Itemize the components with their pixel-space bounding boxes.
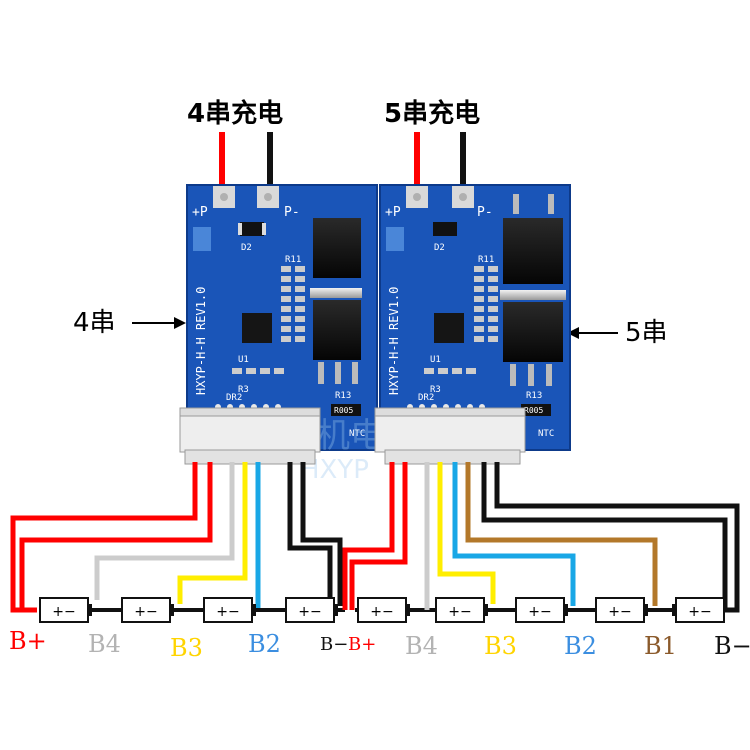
wire-right-bminus-2: [494, 462, 740, 613]
battery-cells-left: +− +− +− +−: [39, 597, 338, 623]
wire-right-b2: [452, 462, 576, 606]
battery-cell: +−: [285, 597, 338, 623]
svg-text:+−: +−: [528, 604, 551, 620]
pcb-right-label-u1: U1: [430, 355, 441, 365]
pcb-left-label-dr2: DR2: [226, 393, 242, 403]
pcb-left-label-r005: R005: [334, 406, 353, 415]
pcb-board-left: +P P- H: [186, 184, 378, 451]
battery-cell: +−: [435, 597, 488, 623]
battery-cell: +−: [515, 597, 568, 623]
wire-right-b3: [437, 462, 496, 604]
label-right-b2: B2: [564, 632, 597, 660]
battery-cell: +−: [672, 597, 725, 623]
svg-text:+−: +−: [370, 604, 393, 620]
mosfet-q1-right: [503, 218, 563, 284]
pcb-left-label-d2: D2: [241, 243, 252, 253]
pcb-left-label-r11: R11: [285, 255, 301, 265]
label-left-bminus: B−: [320, 634, 349, 655]
label-left-b3: B3: [170, 634, 203, 662]
svg-text:+−: +−: [216, 604, 239, 620]
pcb-right-pad-pos-label: +P: [385, 205, 401, 220]
top-charge-leads: [219, 132, 466, 192]
wire-left-bplus-inner: [19, 462, 213, 610]
pcb-left-label-r3: R3: [238, 385, 249, 395]
pcb-right-label-r005: R005: [524, 406, 543, 415]
pcb-left-label-ntc: NTC: [349, 429, 365, 439]
battery-cell: +−: [357, 597, 410, 623]
connector-left: [179, 407, 321, 465]
svg-text:+−: +−: [134, 604, 157, 620]
wire-left-bminus-1: [287, 462, 333, 606]
connector-right: [374, 407, 526, 465]
svg-text:+−: +−: [608, 604, 631, 620]
label-right-b1: B1: [644, 632, 677, 660]
pcb-right-label-dr2: DR2: [418, 393, 434, 403]
wire-right-bplus-outer: [342, 462, 395, 610]
pcb-left-label-u1: U1: [238, 355, 249, 365]
pcb-left-pad-pos-label: +P: [192, 205, 208, 220]
pcb-right-label-d2: D2: [434, 243, 445, 253]
pcb-board-right: +P P- H: [379, 184, 571, 451]
pcb-left-rev-label: HXYP-H-H REV1.0: [194, 287, 208, 395]
wire-left-bminus-2: [300, 462, 343, 606]
wire-left-bplus-outer: [10, 462, 198, 613]
pcb-left-pad-neg-label: P-: [284, 205, 300, 220]
pcb-right-label-r3: R3: [430, 385, 441, 395]
label-left-bplus: B+: [9, 627, 47, 655]
label-left-b2: B2: [248, 630, 281, 658]
pcb-right-pad-neg-label: P-: [477, 205, 493, 220]
battery-cells-right: +− +− +− +− +−: [357, 597, 725, 623]
label-right-b3: B3: [484, 632, 517, 660]
wires-right: [342, 462, 740, 613]
ic-u1-left: [242, 313, 272, 343]
pcb-right-label-r13: R13: [526, 391, 542, 401]
title-4s-charge: 4串充电: [187, 99, 284, 129]
wire-left-b4: [94, 462, 235, 600]
svg-text:+−: +−: [448, 604, 471, 620]
battery-cell: +−: [39, 597, 92, 623]
side-arrows: [132, 317, 618, 339]
label-right-bminus: B−: [714, 632, 750, 660]
mosfet-q1-left: [313, 218, 361, 278]
battery-cell: +−: [121, 597, 174, 623]
arrow-right-head: [567, 327, 579, 339]
mosfet-q2-left: [313, 300, 361, 360]
diode-d2-right: [433, 222, 457, 236]
mosfet-q2-right: [503, 302, 563, 362]
wire-right-bplus-inner: [349, 462, 408, 610]
side-label-5s: 5串: [625, 318, 668, 348]
label-right-bplus: B+: [348, 634, 377, 655]
svg-text:+−: +−: [52, 604, 75, 620]
pcb-right-label-r11: R11: [478, 255, 494, 265]
pcb-right-rev-label: HXYP-H-H REV1.0: [387, 287, 401, 395]
wire-right-b1: [465, 462, 658, 606]
pcb-right-label-ntc: NTC: [538, 429, 554, 439]
diode-d2-left: [240, 222, 264, 236]
ic-u1-right: [434, 313, 464, 343]
label-right-b4: B4: [405, 632, 438, 660]
side-label-4s: 4串: [73, 308, 116, 338]
title-5s-charge: 5串充电: [384, 99, 481, 129]
label-left-b4: B4: [88, 630, 121, 658]
wire-right-bminus-1: [481, 462, 728, 610]
battery-cell: +−: [203, 597, 256, 623]
pcb-left-label-r13: R13: [335, 391, 351, 401]
arrow-left-head: [174, 317, 186, 329]
svg-text:+−: +−: [298, 604, 321, 620]
wire-left-b3: [177, 462, 248, 604]
svg-text:+−: +−: [688, 604, 711, 620]
battery-cell: +−: [595, 597, 648, 623]
wires-left: [10, 462, 343, 613]
